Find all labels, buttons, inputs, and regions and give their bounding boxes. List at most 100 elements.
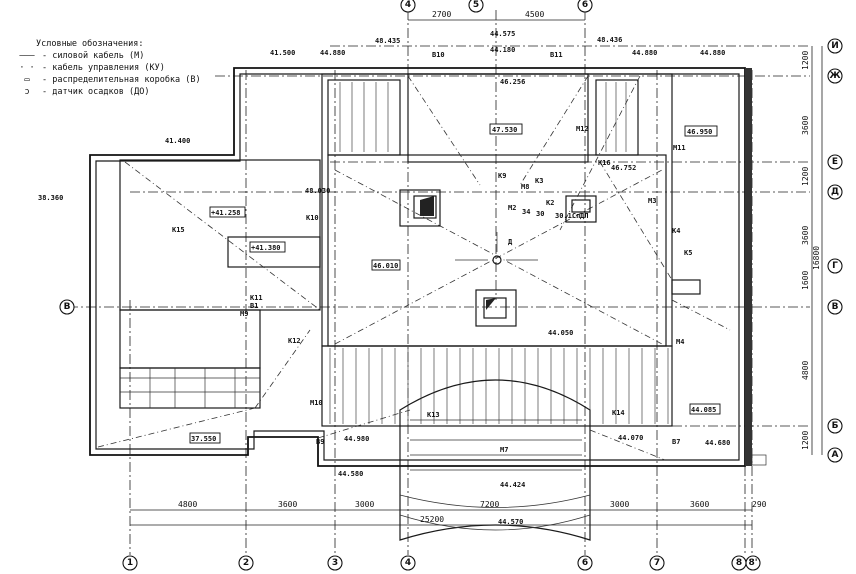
axis-bubble-right-Zh: Ж [829, 71, 840, 81]
axis-bubble-bottom-3: 3 [332, 558, 338, 568]
elevation-41258: +41.258 [211, 209, 241, 217]
tag-D: Д [508, 238, 513, 246]
tag-K11: К11 [250, 294, 263, 302]
legend: Условные обозначения: ——— - силовой кабе… [12, 38, 201, 98]
precip-sensor-icon: ɔ [24, 87, 30, 97]
axis-bubble-bottom-6: 6 [582, 558, 588, 568]
tag-K5: К5 [684, 249, 692, 257]
tag-K3: К3 [535, 177, 543, 185]
dim-right-5: 1600 [801, 271, 810, 290]
legend-label: - датчик осадков (ДО) [42, 87, 150, 97]
legend-item-power-cable: ——— - силовой кабель (М) [12, 50, 201, 62]
axis-bubble-right-B: Б [832, 421, 839, 431]
left-wing [97, 159, 321, 448]
roof-drain-icon [492, 255, 502, 265]
elevation-44680: 44.680 [705, 439, 730, 447]
dimension-lines [130, 19, 823, 526]
axis-bubble-top-5: 5 [473, 0, 479, 10]
axis-bubble-right-G: Г [832, 261, 838, 271]
elevation-48030: 48.030 [305, 187, 330, 195]
dim-bottom-7: 290 [752, 500, 767, 509]
legend-item-junction-box: ▭ - распределительная коробка (В) [12, 74, 201, 86]
tag-B7: В7 [672, 438, 680, 446]
axis-bubble-right-D: Д [831, 187, 839, 197]
elevation-44070: 44.070 [618, 434, 643, 442]
elevation-41500: 41.500 [270, 49, 295, 57]
upper-central-roof [407, 73, 589, 163]
tag-S29: ДЛ [580, 212, 588, 220]
axis-bubble-top-4: 4 [405, 0, 411, 10]
tag-B9: В9 [316, 438, 324, 446]
axis-bubble-bottom-2: 2 [243, 558, 249, 568]
dim-bottom-5: 3000 [610, 500, 629, 509]
vent-shaft-left [399, 189, 441, 227]
right-wall [745, 68, 752, 466]
dim-bottom-total: 25200 [420, 515, 444, 524]
horizontal-grid-lines [68, 45, 810, 427]
left-stair-hatch [327, 79, 401, 156]
elevation-44980: 44.980 [344, 435, 369, 443]
elevation-44424: 44.424 [500, 481, 525, 489]
elevation-41400: 41.400 [165, 137, 190, 145]
dim-right-7: 1200 [801, 431, 810, 450]
axis-bubble-bottom-4: 4 [405, 558, 411, 568]
tag-M4: М4 [676, 338, 684, 346]
elevation-47530: 47.530 [492, 126, 517, 134]
elevation-46752: 46.752 [611, 164, 636, 172]
tag-M8: М8 [521, 183, 529, 191]
dim-top-2: 4500 [525, 10, 544, 19]
right-wall-foot [751, 454, 767, 466]
dim-right-2: 3600 [801, 116, 810, 135]
tag-M7: М7 [500, 446, 508, 454]
axis-bubble-top-6: 6 [582, 0, 588, 10]
elevation-44050: 44.050 [548, 329, 573, 337]
tag-K4: К4 [672, 227, 680, 235]
elevation-46256: 46.256 [500, 78, 525, 86]
legend-label: - распределительная коробка (В) [42, 75, 201, 85]
elevation-37550: 37.550 [191, 435, 216, 443]
dim-top-1: 2700 [432, 10, 451, 19]
elevation-44570: 44.570 [498, 518, 523, 526]
elevation-44580: 44.580 [338, 470, 363, 478]
dotted-line-icon: · · [19, 63, 35, 73]
dim-bottom-1: 4800 [178, 500, 197, 509]
tag-K12: К12 [288, 337, 301, 345]
axis-bubble-right-I: И [831, 41, 839, 51]
elevation-marks: 41.500 44.880 48.435 44.575 44.180 48.43… [38, 30, 730, 526]
arched-terrace [399, 379, 591, 541]
dim-right-3: 1200 [801, 167, 810, 186]
tag-M9: М9 [240, 310, 248, 318]
tag-B1: В1 [250, 302, 258, 310]
axis-bubble-right-V: В [832, 302, 839, 312]
elevation-44085: 44.085 [691, 406, 716, 414]
tag-S4: 34 [522, 208, 530, 216]
right-stair-hatch [595, 79, 639, 156]
vent-shaft-center [475, 289, 517, 327]
legend-item-precip-sensor: ɔ - датчик осадков (ДО) [12, 86, 201, 98]
tag-M11: М11 [673, 144, 686, 152]
equipment-tags: В10 В11 М11 М12 К10 К9 М8 К3 М2 34 30 К2… [172, 51, 692, 454]
axis-bubbles-bottom: 1 2 3 4 6 7 8 8' [122, 555, 761, 571]
elevation-48435: 48.435 [375, 37, 400, 45]
axis-bubble-bottom-7: 7 [654, 558, 660, 568]
outer-parapet [89, 67, 746, 467]
axis-bubble-right-A: А [832, 450, 839, 460]
legend-label: - силовой кабель (М) [42, 51, 145, 61]
elevation-44880-c: 44.880 [700, 49, 725, 57]
tag-M10: М10 [310, 399, 323, 407]
elevation-44180: 44.180 [490, 46, 515, 54]
tag-B11: В11 [550, 51, 563, 59]
vent-shaft-left-inner [413, 195, 437, 219]
tag-K10: К10 [306, 214, 319, 222]
tag-K13: К13 [427, 411, 440, 419]
left-bench [119, 367, 261, 409]
axis-bubble-bottom-8prime: 8' [748, 558, 757, 568]
left-wing-roof [119, 159, 321, 311]
legend-label: - кабель управления (КУ) [42, 63, 165, 73]
axis-bubbles-right: И Ж Е Д Г В Б А [827, 38, 843, 463]
tag-B10: В10 [432, 51, 445, 59]
tag-K14: К14 [612, 409, 625, 417]
axis-bubble-bottom-1: 1 [127, 558, 133, 568]
left-wing-lower [119, 309, 261, 369]
